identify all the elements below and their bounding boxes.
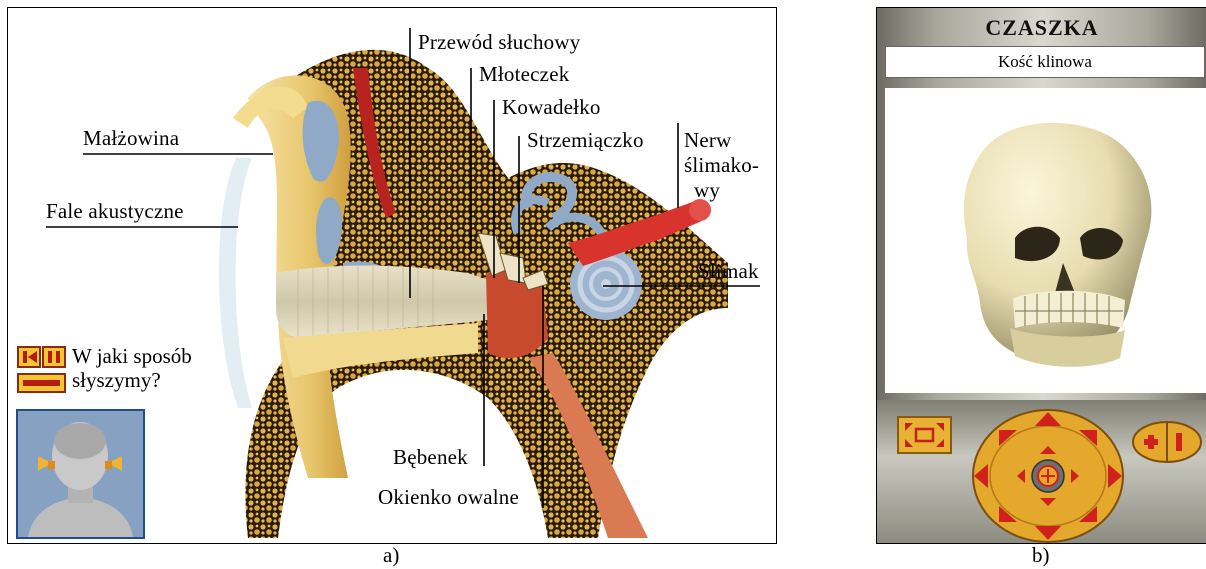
label-przewod-sluchowy: Przewód słuchowy — [418, 32, 580, 53]
label-wy: wy — [694, 180, 720, 201]
question-icon[interactable] — [17, 346, 67, 394]
label-fale-akustyczne: Fale akustyczne — [46, 201, 184, 222]
label-mloteczek: Młoteczek — [479, 64, 569, 85]
caption-b: b) — [1032, 545, 1050, 566]
viewer-title: CZASZKA — [877, 15, 1206, 41]
skull-illustration — [885, 88, 1206, 393]
label-slimak: Ślimak — [698, 261, 759, 282]
head-icon — [18, 411, 143, 537]
zoom-out-icon — [1176, 433, 1182, 451]
label-kowadelko: Kowadełko — [502, 97, 601, 118]
ear-diagram-panel: Przewód słuchowy Młoteczek Kowadełko Str… — [7, 7, 777, 544]
label-okienko-owalne: Okienko owalne — [378, 487, 519, 508]
head-thumbnail[interactable] — [16, 409, 145, 539]
label-bebenek: Bębenek — [393, 447, 468, 468]
fullscreen-icon — [899, 418, 950, 452]
label-malzowina: Małżowina — [83, 128, 179, 149]
skull-view[interactable] — [885, 88, 1206, 393]
question-line-1: W jaki sposób — [72, 344, 192, 368]
zoom-buttons[interactable] — [1131, 420, 1203, 464]
skull-viewer-panel: CZASZKA Kość klinowa — [876, 7, 1206, 544]
direction-pad[interactable] — [971, 404, 1125, 543]
question-text[interactable]: W jaki sposób słyszymy? — [72, 344, 192, 392]
caption-a: a) — [383, 545, 399, 566]
question-line-2: słyszymy? — [72, 368, 192, 392]
viewer-subtitle: Kość klinowa — [885, 46, 1205, 78]
label-strzemiaczko: Strzemiączko — [527, 130, 644, 151]
label-slimakowy: ślimako- — [684, 155, 759, 176]
label-nerw: Nerw — [684, 130, 731, 151]
fullscreen-button[interactable] — [897, 416, 952, 454]
